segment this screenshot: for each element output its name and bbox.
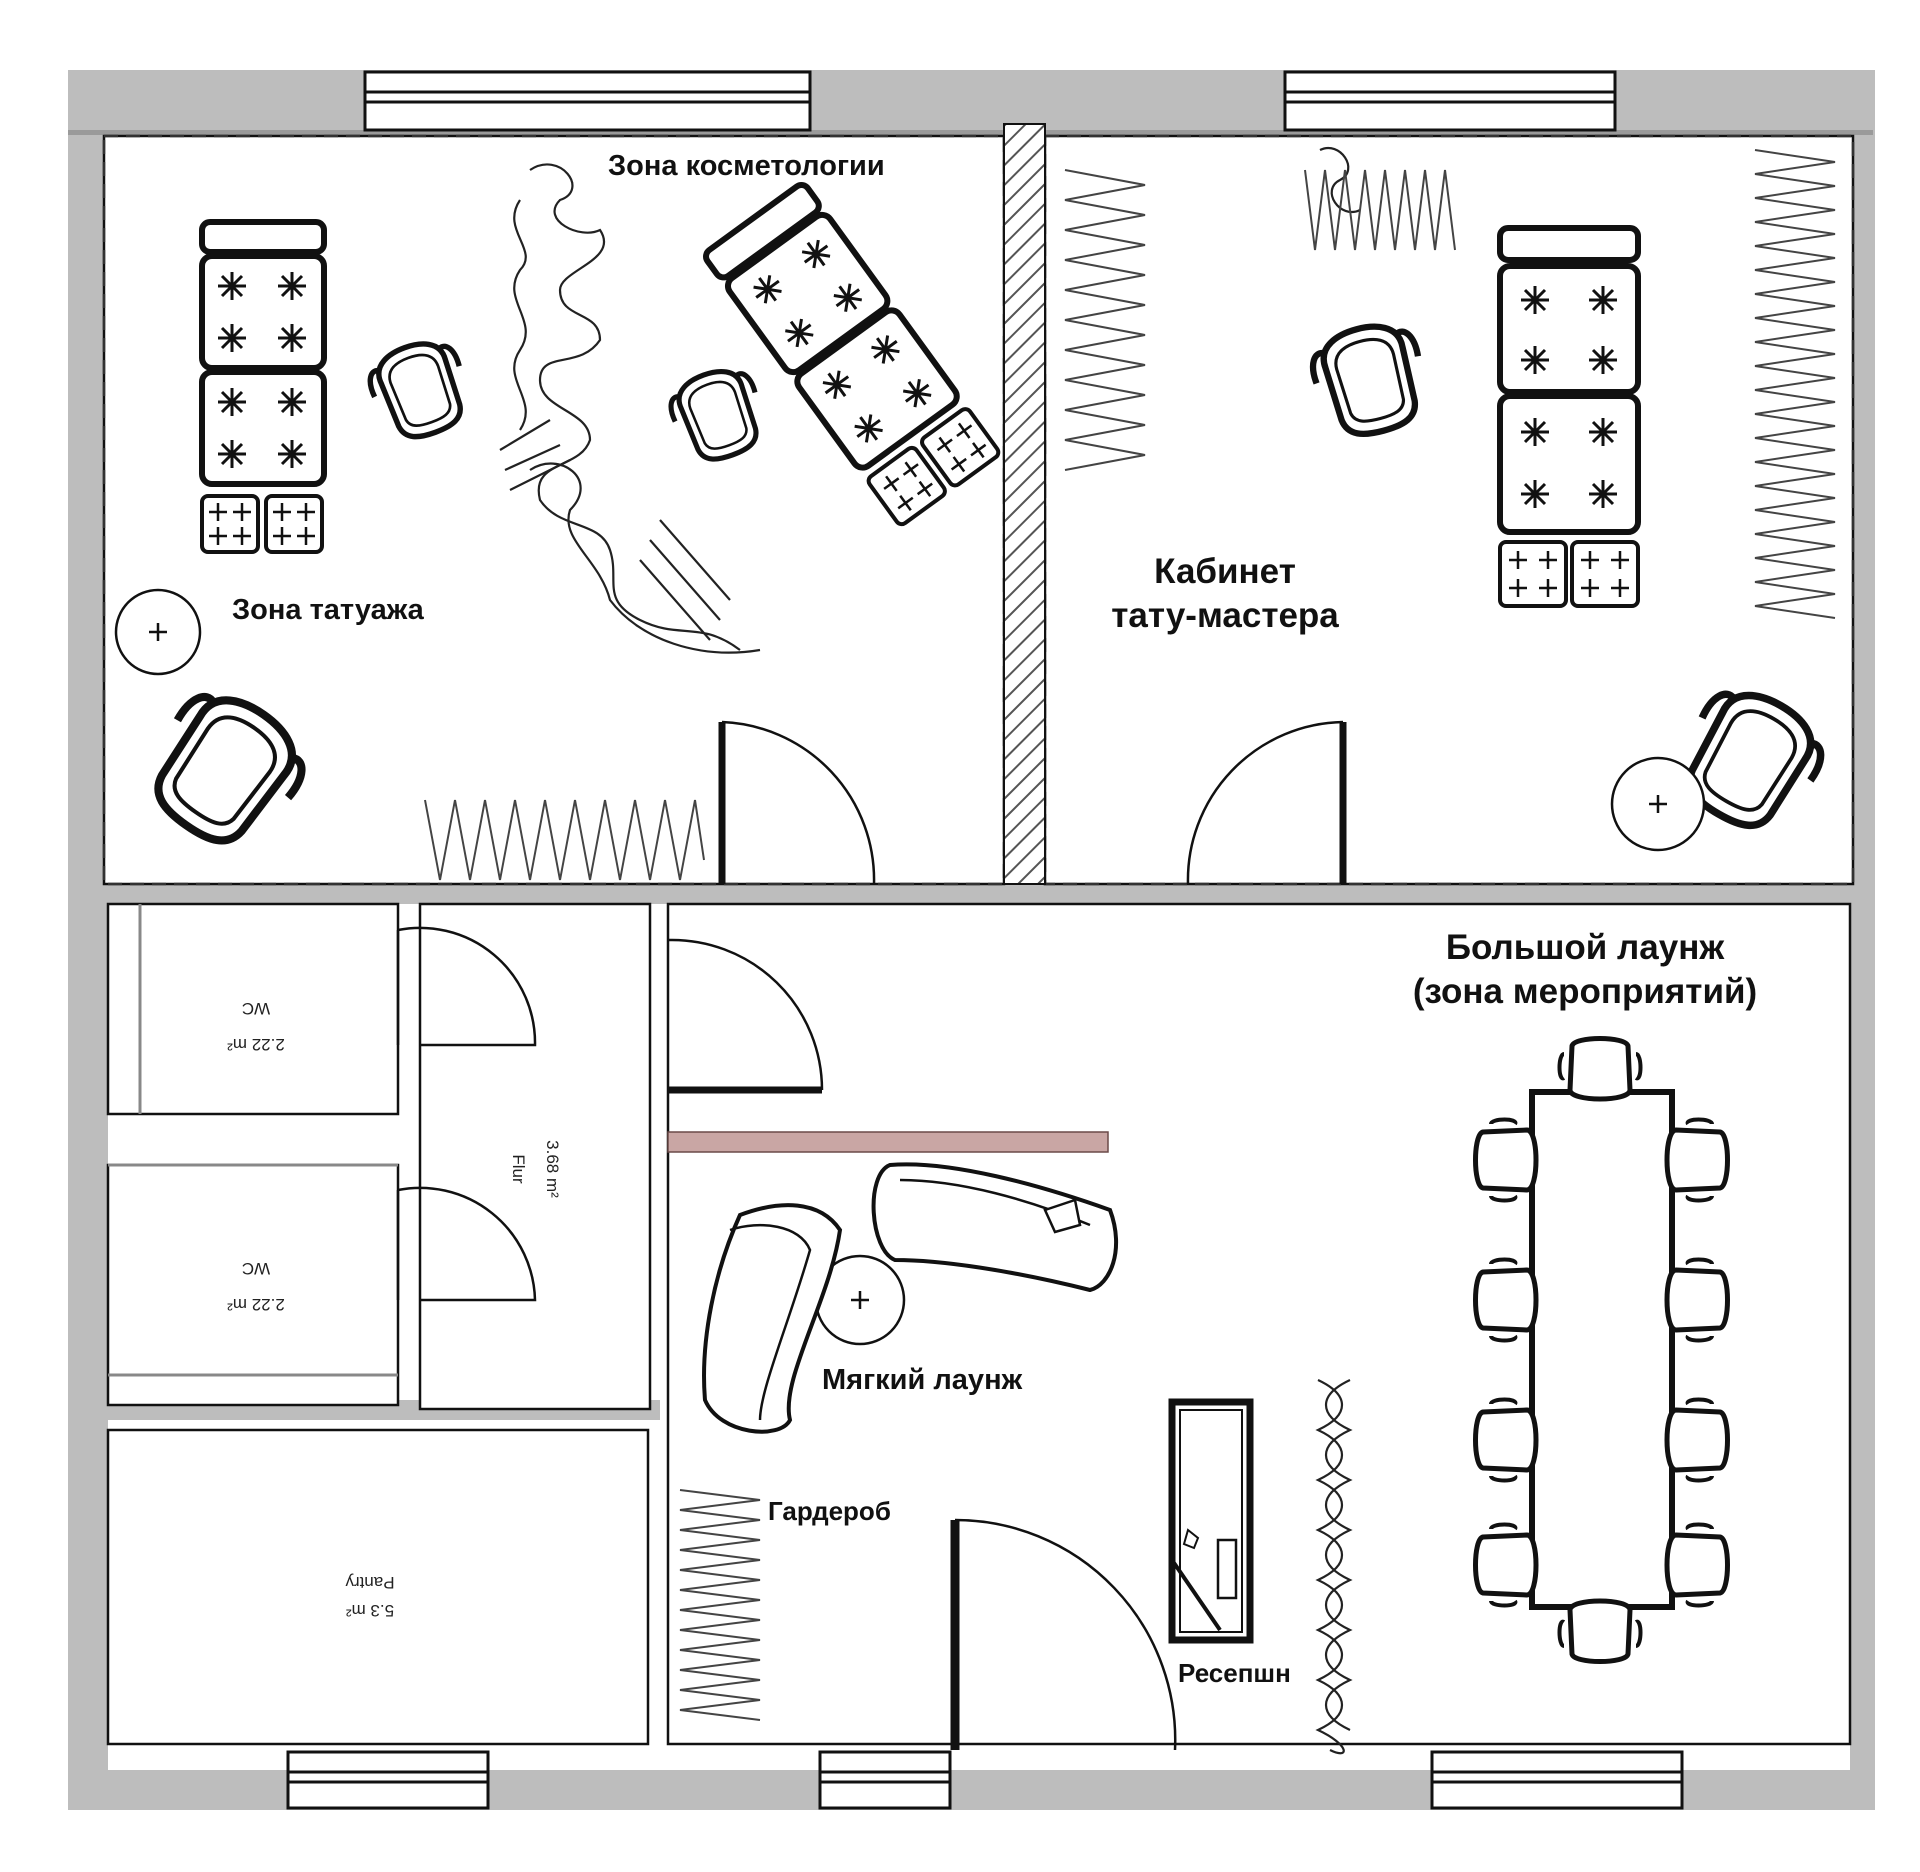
racks (424, 149, 1836, 1721)
hall-name: Flur (509, 1154, 528, 1184)
room-label-soft-lounge: Мягкий лаунж (822, 1364, 1023, 1396)
room-label-big-lounge-line1: Большой лаунж (1445, 928, 1725, 967)
wc-1-name: WC (241, 999, 271, 1018)
doors (396, 720, 1347, 1751)
room-label-tattoo-makeup: Зона татуажа (232, 594, 424, 626)
wc-2-area: 2.22 m² (227, 1295, 285, 1314)
dining-table (1476, 1039, 1728, 1662)
tattoo-bed-left (199, 219, 327, 554)
room-label-cosmetology: Зона косметологии (608, 150, 885, 182)
room-label-reception: Ресепшн (1178, 1658, 1291, 1688)
wc-2-name: WC (241, 1259, 271, 1278)
room-label-wc-1: 2.22 m² WC (196, 996, 316, 1056)
room-label-wardrobe: Гардероб (768, 1496, 891, 1526)
cosmetology-bed (703, 181, 1001, 527)
reception-desk (1168, 1398, 1254, 1644)
room-label-big-lounge: Большой лаунж (зона мероприятий) (1380, 926, 1790, 1014)
room-label-tattoo-master-line1: Кабинет (1154, 552, 1296, 591)
room-label-big-lounge-line2: (зона мероприятий) (1412, 972, 1758, 1011)
side-tables (114, 588, 1706, 1346)
lounge-partition (667, 1131, 1109, 1153)
room-label-pantry: 5.3 m² Pantry (300, 1570, 440, 1622)
wc-1-area: 2.22 m² (227, 1035, 285, 1054)
plants (499, 146, 1361, 1755)
inner-walls (108, 904, 398, 1377)
windows (286, 70, 1684, 1810)
room-label-wc-2: 2.22 m² WC (196, 1256, 316, 1316)
soft-sofas (702, 1162, 1119, 1434)
pantry-name: Pantry (345, 1573, 395, 1592)
hall-area: 3.68 m² (543, 1140, 562, 1198)
hatched-partition (1003, 123, 1046, 885)
room-label-tattoo-master-line2: тату-мастера (1111, 596, 1339, 635)
room-label-hall: 3.68 m² Flur (506, 1109, 564, 1229)
room-label-tattoo-master: Кабинет тату-мастера (1090, 550, 1360, 638)
pantry-area: 5.3 m² (345, 1601, 395, 1620)
tattoo-bed-right (1497, 225, 1641, 608)
